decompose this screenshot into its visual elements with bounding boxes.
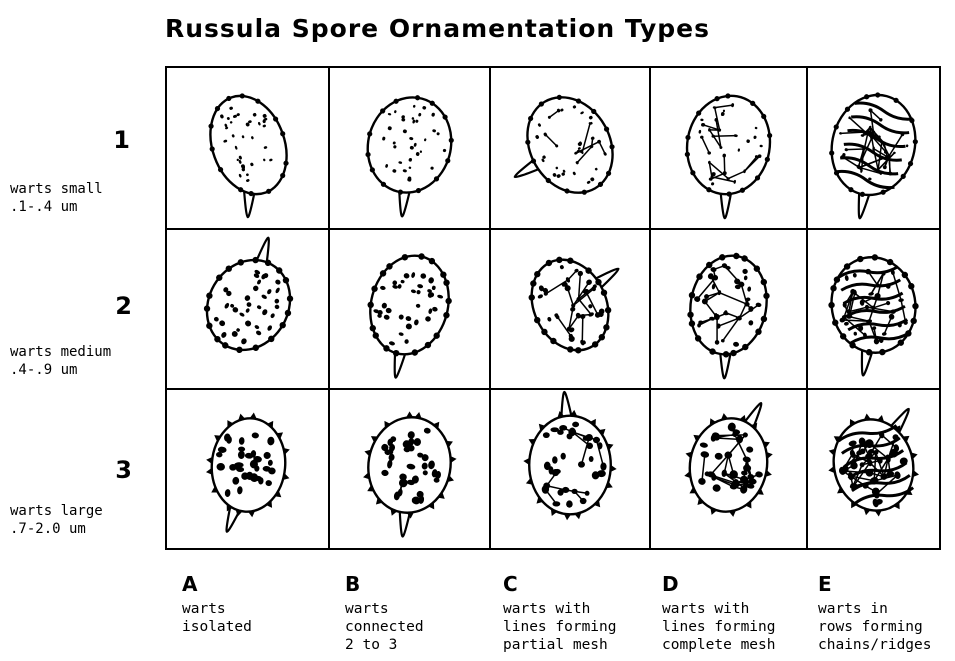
column-b-description: warts connected 2 to 3: [345, 600, 424, 654]
spore-cell: [651, 230, 806, 388]
row-2-number: 2: [92, 292, 132, 320]
column-a-desc-line-2: isolated: [182, 618, 252, 636]
column-a-description: warts isolated: [182, 600, 252, 636]
row-3-description: warts large .7-2.0 um: [10, 502, 160, 538]
column-e-desc-line-1: warts in: [818, 600, 932, 618]
spore-cell: [491, 390, 649, 548]
column-d-letter: D: [662, 572, 679, 596]
column-d-desc-line-2: lines forming: [662, 618, 776, 636]
spore-illustration: [330, 390, 489, 548]
spore-illustration: [169, 70, 328, 228]
spore-illustration: [808, 390, 939, 548]
column-b-letter: B: [345, 572, 360, 596]
column-c-letter: C: [503, 572, 518, 596]
column-a-letter: A: [182, 572, 197, 596]
column-d-desc-line-1: warts with: [662, 600, 776, 618]
spore-cell: [808, 70, 939, 228]
spore-cell: [651, 390, 806, 548]
spore-illustration: [330, 230, 489, 388]
row-2-desc-line-1: warts medium: [10, 343, 160, 361]
row-1-desc-line-1: warts small: [10, 180, 160, 198]
spore-illustration: [169, 230, 328, 388]
spore-grid: [165, 66, 941, 550]
diagram-title: Russula Spore Ornamentation Types: [165, 14, 710, 43]
column-e-description: warts in rows forming chains/ridges: [818, 600, 932, 654]
spore-illustration: [169, 390, 328, 548]
column-c-desc-line-3: partial mesh: [503, 636, 617, 654]
row-2-description: warts medium .4-.9 um: [10, 343, 160, 379]
row-1-desc-line-2: .1-.4 um: [10, 198, 160, 216]
column-b-desc-line-1: warts: [345, 600, 424, 618]
row-2-desc-line-2: .4-.9 um: [10, 361, 160, 379]
column-a-desc-line-1: warts: [182, 600, 252, 618]
spore-cell: [330, 70, 489, 228]
spore-cell: [808, 390, 939, 548]
spore-cell: [330, 390, 489, 548]
row-1-description: warts small .1-.4 um: [10, 180, 160, 216]
column-c-desc-line-2: lines forming: [503, 618, 617, 636]
spore-illustration: [808, 70, 939, 228]
spore-illustration: [808, 230, 939, 388]
column-b-desc-line-3: 2 to 3: [345, 636, 424, 654]
row-3-number: 3: [92, 456, 132, 484]
row-3-desc-line-2: .7-2.0 um: [10, 520, 160, 538]
column-e-letter: E: [818, 572, 832, 596]
spore-cell: [169, 230, 328, 388]
spore-cell: [169, 390, 328, 548]
spore-illustration: [651, 390, 806, 548]
spore-illustration: [491, 70, 649, 228]
spore-cell: [491, 230, 649, 388]
row-3-desc-line-1: warts large: [10, 502, 160, 520]
spore-illustration: [491, 230, 649, 388]
column-d-desc-line-3: complete mesh: [662, 636, 776, 654]
column-d-description: warts with lines forming complete mesh: [662, 600, 776, 654]
spore-cell: [330, 230, 489, 388]
spore-illustration: [651, 70, 806, 228]
spore-cell: [651, 70, 806, 228]
spore-illustration: [651, 230, 806, 388]
column-e-desc-line-3: chains/ridges: [818, 636, 932, 654]
spore-illustration: [330, 70, 489, 228]
column-c-desc-line-1: warts with: [503, 600, 617, 618]
spore-cell: [169, 70, 328, 228]
spore-cell: [808, 230, 939, 388]
spore-cell: [491, 70, 649, 228]
spore-illustration: [491, 390, 649, 548]
column-b-desc-line-2: connected: [345, 618, 424, 636]
row-1-number: 1: [90, 126, 130, 154]
column-c-description: warts with lines forming partial mesh: [503, 600, 617, 654]
column-e-desc-line-2: rows forming: [818, 618, 932, 636]
